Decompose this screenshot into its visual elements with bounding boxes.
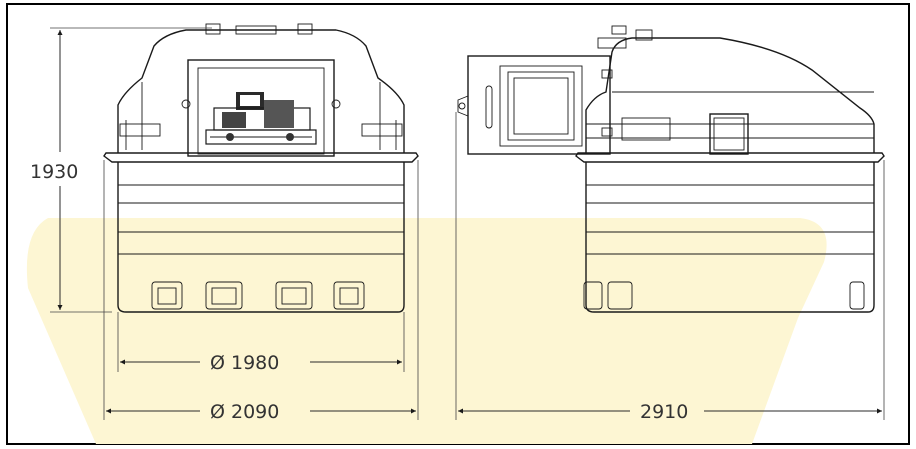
front-view [103, 23, 419, 313]
outer-diameter-label: Ø 2090 [210, 401, 279, 423]
height-label: 1930 [30, 161, 78, 183]
outer-diameter-dimension: Ø 2090 [103, 160, 419, 423]
length-dimension: 2910 [455, 112, 885, 423]
side-view [457, 25, 885, 313]
inner-diameter-label: Ø 1980 [210, 352, 279, 374]
inner-diameter-dimension: Ø 1980 [117, 312, 405, 374]
length-label: 2910 [640, 401, 688, 423]
highlight-band [26, 218, 827, 444]
height-dimension: 1930 [30, 27, 212, 313]
